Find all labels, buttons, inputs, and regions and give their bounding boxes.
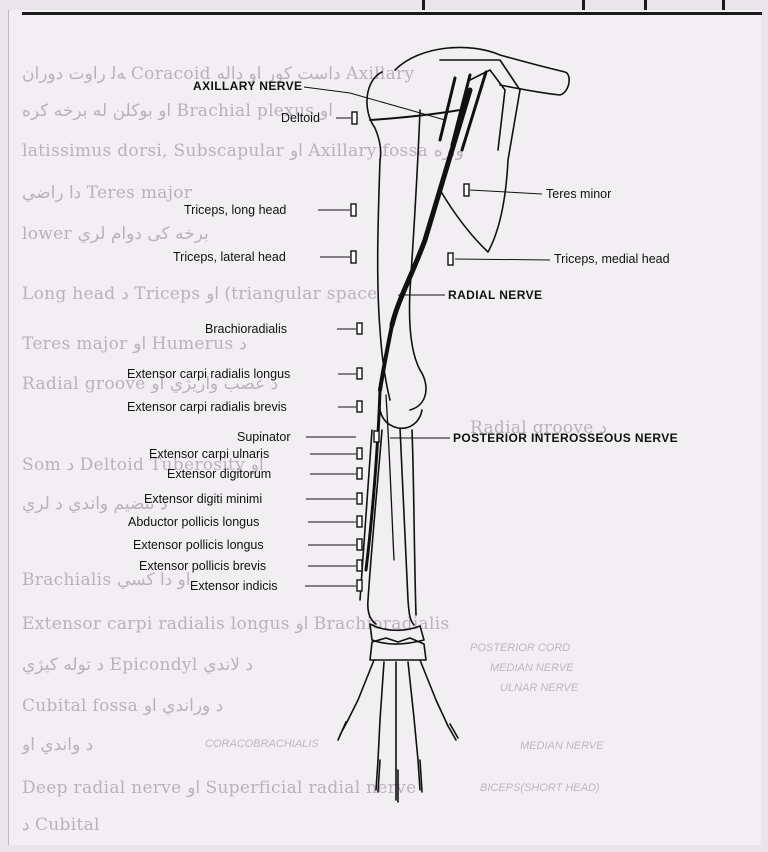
- marker-triceps-lateral: [351, 251, 356, 263]
- label-ext-indicis: Extensor indicis: [190, 579, 278, 593]
- label-supinator: Supinator: [237, 430, 291, 444]
- label-radial-nerve: RADIAL NERVE: [448, 288, 542, 302]
- label-ecr-longus: Extensor carpi radialis longus: [127, 367, 290, 381]
- label-triceps-medial-head: Triceps, medial head: [554, 252, 670, 266]
- marker-ecr-longus: [357, 368, 362, 379]
- label-ecr-brevis: Extensor carpi radialis brevis: [127, 400, 287, 414]
- metacarpal-2: [378, 662, 384, 760]
- marker-triceps-long: [351, 204, 356, 216]
- marker-brachioradialis: [357, 323, 362, 334]
- marker-triceps-medial: [448, 253, 453, 265]
- marker-abd-pollicis-longus: [357, 516, 362, 527]
- label-ext-carpi-ulnaris: Extensor carpi ulnaris: [149, 447, 269, 461]
- metacarpal-5: [420, 660, 448, 726]
- leader-triceps-medial: [455, 259, 550, 260]
- metacarpal-4: [408, 662, 418, 760]
- label-deltoid: Deltoid: [281, 111, 320, 125]
- label-triceps-lateral-head: Triceps, lateral head: [173, 250, 286, 264]
- label-ext-digitorum: Extensor digitorum: [167, 467, 271, 481]
- marker-ext-pollicis-brevis: [357, 560, 362, 571]
- label-ext-digiti-minimi: Extensor digiti minimi: [144, 492, 262, 506]
- marker-ext-digiti-minimi: [357, 493, 362, 504]
- marker-teres-minor: [464, 184, 469, 196]
- label-brachioradialis: Brachioradialis: [205, 322, 287, 336]
- marker-ext-pollicis-longus: [357, 539, 362, 550]
- marker-ext-digitorum: [357, 468, 362, 479]
- finger-2: [376, 760, 380, 792]
- finger-1: [338, 720, 348, 740]
- nerve-superficial: [386, 395, 394, 560]
- forearm-edge-medial: [412, 430, 416, 615]
- marker-ext-indicis: [357, 580, 362, 591]
- marker-ecr-brevis: [357, 401, 362, 412]
- marker-supinator: [374, 431, 379, 442]
- humerus-head: [367, 72, 382, 160]
- marker-ecu: [357, 448, 362, 459]
- finger-5: [448, 724, 458, 740]
- finger-4: [418, 760, 422, 792]
- metacarpal-1: [348, 660, 374, 720]
- ulna-outline: [400, 428, 414, 625]
- label-posterior-interosseous-nerve: POSTERIOR INTEROSSEOUS NERVE: [453, 431, 678, 445]
- marker-deltoid: [352, 112, 357, 124]
- label-triceps-long-head: Triceps, long head: [184, 203, 286, 217]
- label-teres-minor: Teres minor: [546, 187, 611, 201]
- label-ext-pollicis-brevis: Extensor pollicis brevis: [139, 559, 266, 573]
- label-abd-pollicis-longus: Abductor pollicis longus: [128, 515, 259, 529]
- label-axillary-nerve: AXILLARY NERVE: [193, 79, 302, 93]
- label-ext-pollicis-longus: Extensor pollicis longus: [133, 538, 264, 552]
- finger-3: [396, 770, 398, 802]
